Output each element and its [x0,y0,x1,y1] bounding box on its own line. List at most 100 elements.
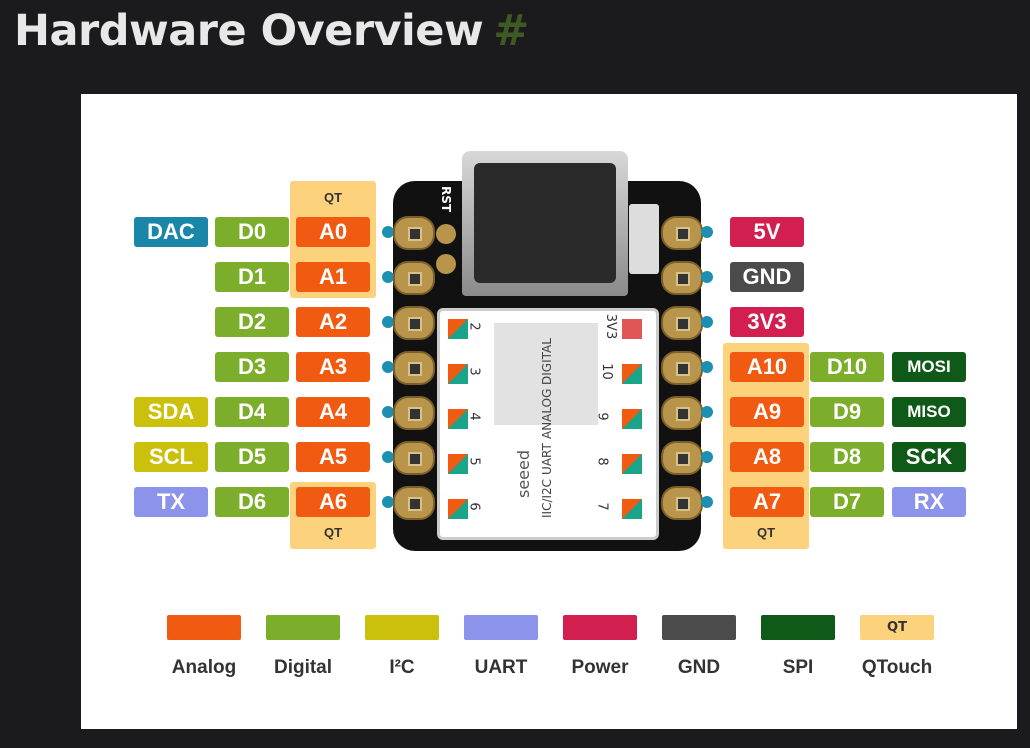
pin-label-d0: D0 [215,217,289,247]
castellated-pad [661,441,703,475]
pin-label-sda: SDA [134,397,208,427]
module-pin-number: 5 [466,457,482,466]
pin-label-sck: SCK [892,442,966,472]
page-title: Hardware Overview# [14,6,529,56]
pin-label-d9: D9 [810,397,884,427]
pin-label-d3: D3 [215,352,289,382]
pin-marker-dot [701,496,713,508]
castellated-pad [661,306,703,340]
legend-label-gnd: GND [677,657,721,678]
pin-marker-dot [382,361,394,373]
pin-color-square [622,409,642,429]
pin-color-square [622,364,642,384]
pin-color-square [448,499,468,519]
pin-marker-dot [701,226,713,238]
pin-marker-dot [701,271,713,283]
anchor-link[interactable]: # [493,6,529,56]
pin-color-square [622,499,642,519]
castellated-pad [661,486,703,520]
qt-label: QT [323,190,343,205]
pin-label-d7: D7 [810,487,884,517]
pin-label-a6: A6 [296,487,370,517]
pin-marker-dot [382,496,394,508]
castellated-pad [393,306,435,340]
module-pin-number: 10 [598,363,614,380]
pin-label-a0: A0 [296,217,370,247]
pin-color-square [448,454,468,474]
pin-label-d1: D1 [215,262,289,292]
qt-label: QT [323,525,343,540]
pin-marker-dot [701,406,713,418]
pin-label-5v: 5V [730,217,804,247]
module-pin-number: 6 [466,502,482,511]
castellated-pad [393,351,435,385]
pin-label-a3: A3 [296,352,370,382]
castellated-pad [393,396,435,430]
legend-label-uart: UART [474,657,528,678]
pin-marker-dot [701,451,713,463]
castellated-pad [661,261,703,295]
pinout-diagram: QT QT QT RST seeed IIC/I2C UART ANALOG D… [81,94,1017,729]
pin-color-square [448,409,468,429]
pin-label-a5: A5 [296,442,370,472]
legend-label-i2c: I²C [389,657,415,678]
pin-marker-dot [382,451,394,463]
legend-swatch-power [563,615,637,640]
module-pin-number: 7 [594,502,610,511]
legend-swatch-digital [266,615,340,640]
pin-label-a2: A2 [296,307,370,337]
module-pin-number: 9 [594,412,610,421]
pin-marker-dot [701,316,713,328]
usb-c-connector [462,151,628,296]
pin-label-d2: D2 [215,307,289,337]
qt-label: QT [756,525,776,540]
legend-swatch-gnd [662,615,736,640]
module-legend-item: UART [540,443,554,475]
pin-label-mosi: MOSI [892,352,966,382]
module-pin-number: 3V3 [603,313,619,340]
pin-label-a9: A9 [730,397,804,427]
pin-marker-dot [382,406,394,418]
module-pin-number: 3 [466,367,482,376]
pin-label-scl: SCL [134,442,208,472]
pin-label-d5: D5 [215,442,289,472]
legend-swatch-analog [167,615,241,640]
module-pin-number: 4 [466,412,482,421]
pin-color-square [448,364,468,384]
castellated-pad [661,351,703,385]
pin-label-tx: TX [134,487,208,517]
pin-label-d10: D10 [810,352,884,382]
module-pin-number: 2 [466,322,482,331]
pin-label-3v3: 3V3 [730,307,804,337]
pin-label-d8: D8 [810,442,884,472]
pin-color-square [622,319,642,339]
pin-marker-dot [382,226,394,238]
module-legend-item: DIGITAL [540,337,554,385]
legend-label-qtouch: QTouch [861,657,933,678]
pin-color-square [622,454,642,474]
castellated-pad [393,486,435,520]
legend-label-spi: SPI [782,657,814,678]
legend-swatch-qtouch: QT [860,615,934,640]
pin-label-d6: D6 [215,487,289,517]
pin-label-a1: A1 [296,262,370,292]
title-text: Hardware Overview [14,6,484,56]
rst-label: RST [439,185,454,213]
shield-module: seeed IIC/I2C UART ANALOG DIGITAL 2 3 4 5 6 3… [437,308,659,540]
pin-marker-dot [701,361,713,373]
pin-label-d4: D4 [215,397,289,427]
led-indicators [629,204,659,274]
legend-label-power: Power [571,657,629,678]
legend-swatch-i2c [365,615,439,640]
pin-label-dac: DAC [134,217,208,247]
legend-swatch-uart [464,615,538,640]
castellated-pad [393,441,435,475]
reset-pad [436,224,456,244]
castellated-pad [393,261,435,295]
pin-label-a10: A10 [730,352,804,382]
pin-label-a8: A8 [730,442,804,472]
pin-label-gnd: GND [730,262,804,292]
module-legend: IIC/I2C UART ANALOG DIGITAL [540,338,554,518]
seeed-logo: seeed [514,449,533,498]
pin-color-square [448,319,468,339]
